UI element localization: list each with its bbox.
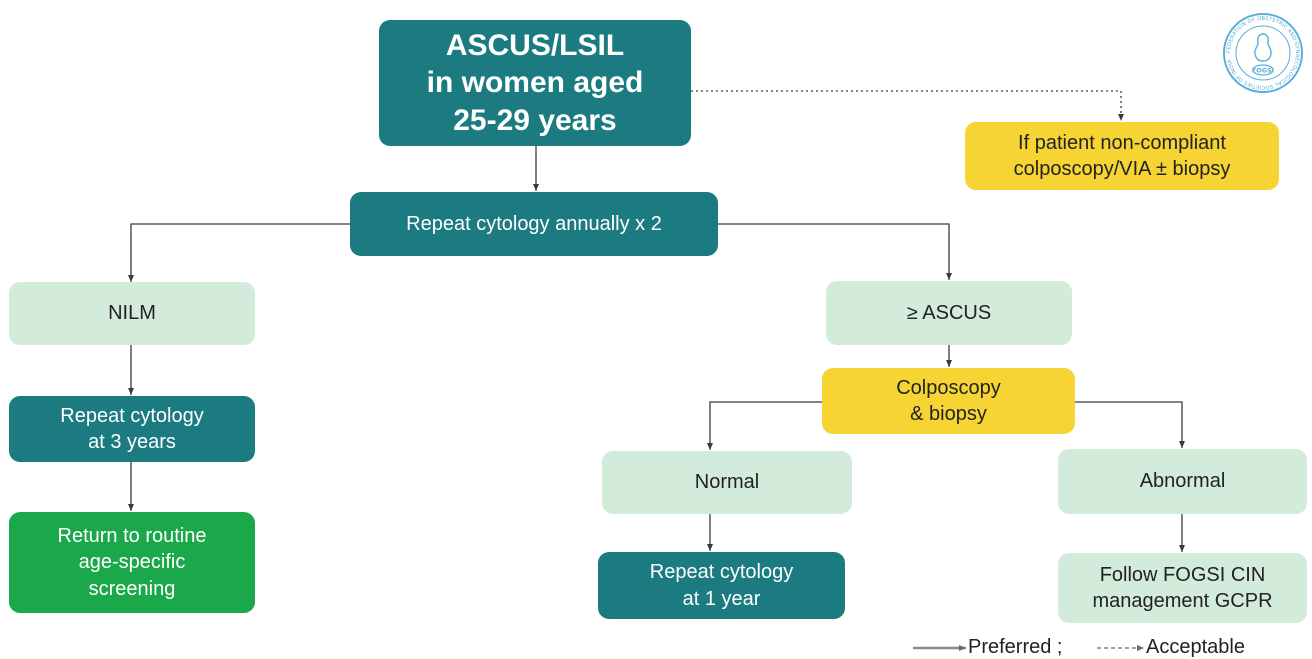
fogsi-logo: FEDERATION OF OBSTETRIC AND GYNAECOLOGIC… xyxy=(1223,13,1303,93)
node-text-line: management GCPR xyxy=(1092,590,1273,612)
node-repeat-annually: Repeat cytology annually x 2 xyxy=(350,192,718,256)
node-text-line: at 1 year xyxy=(682,587,761,610)
node-text-line: Repeat cytology xyxy=(60,404,204,427)
arrow-colposcopy-to-normal xyxy=(707,401,822,450)
node-normal-text: Normal xyxy=(695,469,759,495)
node-colposcopy-biopsy: Colposcopy & biopsy xyxy=(822,368,1075,434)
node-text-line: Normal xyxy=(694,471,760,494)
node-text-line: Return to routine xyxy=(57,524,207,547)
node-text-line: Repeat cytology xyxy=(649,561,794,584)
node-follow-fogsi: Follow FOGSI CIN management GCPR xyxy=(1058,553,1307,623)
node-text-line: screening xyxy=(88,577,176,600)
dotted-arrow-start-to-noncompliant xyxy=(691,90,1124,121)
node-repeat-1-year: Repeat cytology at 1 year xyxy=(598,552,845,619)
node-text-line: NILM xyxy=(108,302,156,325)
node-noncompliant-text: If patient non-compliant colposcopy/VIA ±… xyxy=(1014,130,1231,183)
node-ascus: ≥ ASCUS xyxy=(826,281,1072,345)
node-text-line: Colposcopy xyxy=(896,376,1001,399)
legend-acceptable-label: Acceptable xyxy=(1146,636,1245,658)
node-text-line: in women aged xyxy=(426,66,644,100)
legend-preferred-label: Preferred ; xyxy=(968,636,1063,658)
node-nilm-text: NILM xyxy=(108,300,156,326)
node-normal: Normal xyxy=(602,451,852,514)
node-abnormal-text: Abnormal xyxy=(1140,468,1226,494)
node-text-line: colposcopy/VIA ± biopsy xyxy=(1013,158,1231,180)
node-noncompliant: If patient non-compliant colposcopy/VIA ±… xyxy=(965,122,1279,190)
node-text-line: ASCUS/LSIL xyxy=(445,29,625,63)
arrow-repeat-to-ascus xyxy=(718,223,952,280)
node-text-line: If patient non-compliant xyxy=(1018,131,1226,154)
node-abnormal: Abnormal xyxy=(1058,449,1307,514)
arrow-repeat-to-nilm xyxy=(128,223,350,282)
node-text-line: Follow FOGSI CIN xyxy=(1099,563,1266,586)
node-follow-fogsi-text: Follow FOGSI CIN management GCPR xyxy=(1092,562,1272,615)
node-return-routine-text: Return to routine age-specific screening xyxy=(58,523,207,602)
node-repeat-1-year-text: Repeat cytology at 1 year xyxy=(650,559,793,612)
arrow-colposcopy-to-abnormal xyxy=(1075,401,1185,448)
node-repeat-annually-text: Repeat cytology annually x 2 xyxy=(406,211,662,237)
node-text-line: Repeat cytology annually x 2 xyxy=(406,212,662,235)
node-text-line: & biopsy xyxy=(910,403,987,425)
node-text-line: age-specific xyxy=(78,551,186,574)
node-return-routine: Return to routine age-specific screening xyxy=(9,512,255,613)
node-repeat-3-years-text: Repeat cytology at 3 years xyxy=(60,403,203,456)
node-nilm: NILM xyxy=(9,282,255,345)
node-repeat-3-years: Repeat cytology at 3 years xyxy=(9,396,255,462)
logo-text: FOGSI xyxy=(1252,67,1274,75)
node-text-line: 25-29 years xyxy=(453,103,617,137)
node-ascus-text: ≥ ASCUS xyxy=(907,300,991,326)
node-text-line: ≥ ASCUS xyxy=(906,301,992,324)
node-text-line: Abnormal xyxy=(1139,470,1226,493)
node-text-line: at 3 years xyxy=(88,431,176,453)
logo-figure-icon xyxy=(1254,33,1272,62)
node-colposcopy-biopsy-text: Colposcopy & biopsy xyxy=(896,375,1001,428)
